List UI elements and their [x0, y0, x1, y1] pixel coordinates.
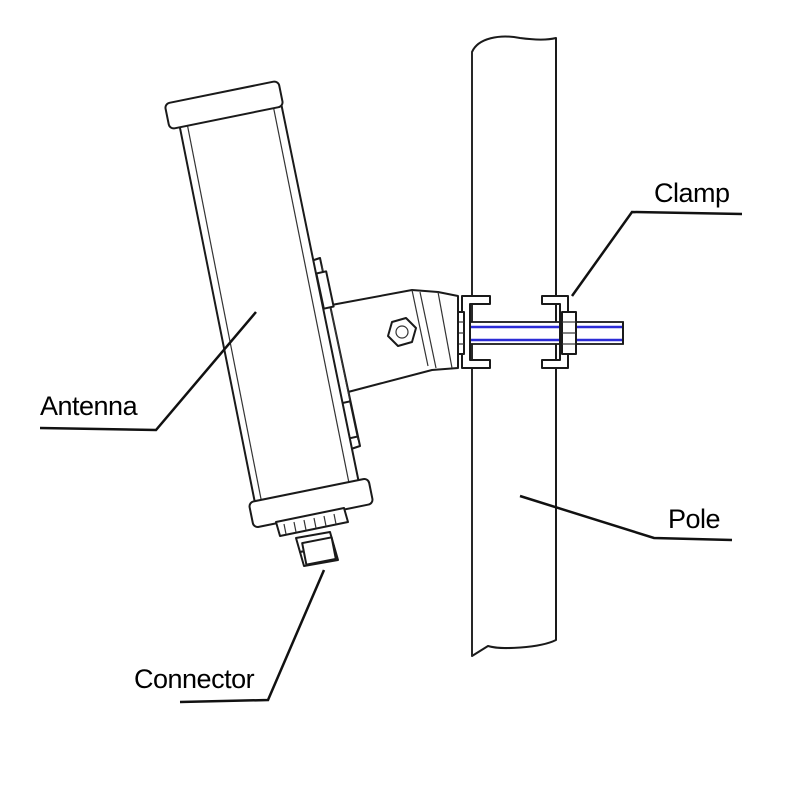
label-antenna: Antenna — [40, 391, 139, 421]
label-clamp: Clamp — [654, 178, 730, 208]
antenna-top-cap — [164, 80, 284, 130]
label-connector: Connector — [134, 664, 255, 694]
leader-clamp — [570, 210, 743, 297]
label-pole: Pole — [668, 504, 720, 534]
bolt-head — [387, 317, 417, 347]
pole — [471, 35, 557, 657]
clamp-bracket-right — [541, 295, 577, 369]
leader-lines — [39, 210, 743, 704]
leader-pole — [519, 494, 733, 542]
clamp-rod — [454, 321, 624, 345]
leader-antenna — [39, 311, 257, 432]
leader-connector — [179, 569, 326, 704]
antenna-body — [164, 80, 374, 529]
rf-connector — [275, 507, 349, 567]
